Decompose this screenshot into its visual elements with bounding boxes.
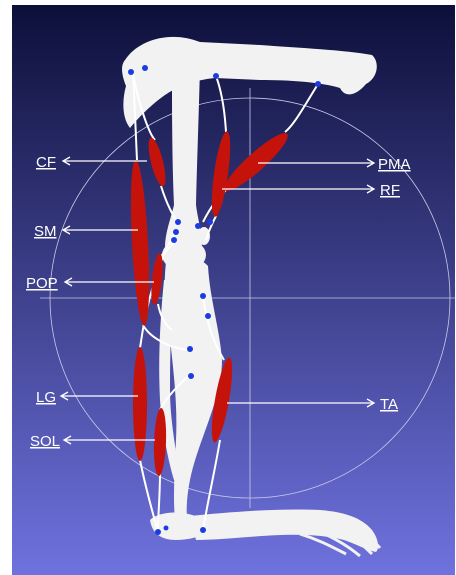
label-pma: PMA — [378, 156, 411, 173]
marker — [128, 69, 134, 75]
marker — [142, 65, 148, 71]
marker — [173, 229, 179, 235]
marker — [187, 346, 193, 352]
marker — [195, 223, 201, 229]
marker — [188, 373, 194, 379]
viewport-background — [12, 5, 455, 575]
marker — [155, 529, 161, 535]
marker — [200, 293, 206, 299]
label-sm: SM — [34, 223, 57, 240]
marker — [207, 219, 213, 225]
label-ta: TA — [380, 396, 398, 413]
marker — [175, 219, 181, 225]
label-rf: RF — [380, 182, 400, 199]
label-sol: SOL — [30, 433, 60, 450]
marker — [315, 81, 321, 87]
muscle-lg — [133, 347, 147, 461]
label-lg: LG — [36, 389, 56, 406]
marker — [164, 526, 169, 531]
marker — [200, 527, 206, 533]
marker — [205, 313, 211, 319]
marker — [171, 237, 177, 243]
marker — [213, 73, 219, 79]
label-pop: POP — [26, 275, 58, 292]
label-cf: CF — [36, 154, 56, 171]
